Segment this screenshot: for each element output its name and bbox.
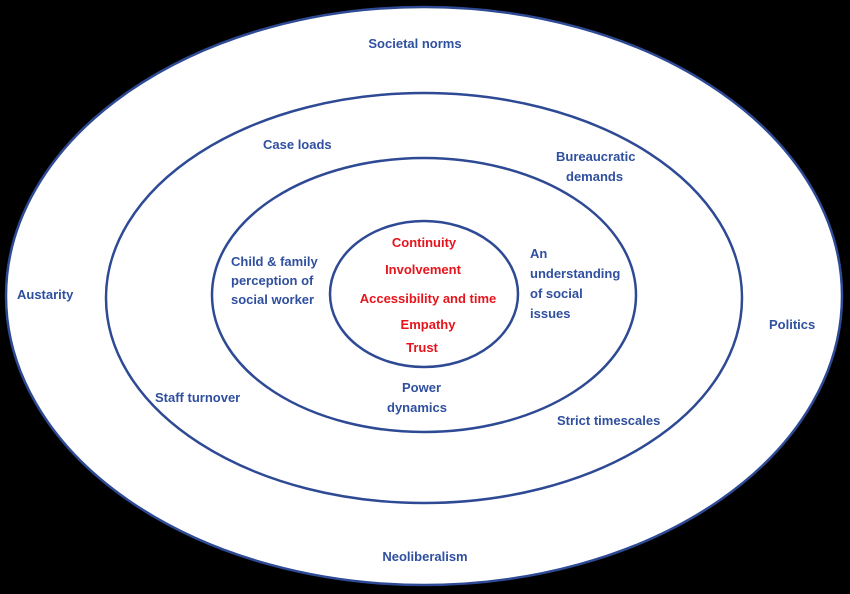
label-issues: issues — [530, 306, 570, 321]
core-item-continuity: Continuity — [392, 235, 457, 250]
label-of-social: of social — [530, 286, 583, 301]
label-staff-turnover: Staff turnover — [155, 390, 240, 405]
label-austarity: Austarity — [17, 287, 74, 302]
label-societal-norms: Societal norms — [368, 36, 461, 51]
core-item-trust: Trust — [406, 340, 438, 355]
label-social-worker: social worker — [231, 292, 314, 307]
label-dynamics: dynamics — [387, 400, 447, 415]
label-perception-of: perception of — [231, 273, 314, 288]
label-demands: demands — [566, 169, 623, 184]
core-item-accessibility: Accessibility and time — [360, 291, 497, 306]
label-politics: Politics — [769, 317, 815, 332]
label-strict-timescales: Strict timescales — [557, 413, 660, 428]
label-bureaucratic: Bureaucratic — [556, 149, 635, 164]
label-power: Power — [402, 380, 441, 395]
core-item-empathy: Empathy — [401, 317, 457, 332]
label-child-family: Child & family — [231, 254, 318, 269]
label-neoliberalism: Neoliberalism — [382, 549, 467, 564]
core-ring — [328, 219, 520, 369]
label-an: An — [530, 246, 547, 261]
core-item-involvement: Involvement — [385, 262, 462, 277]
label-case-loads: Case loads — [263, 137, 332, 152]
label-understanding: understanding — [530, 266, 620, 281]
